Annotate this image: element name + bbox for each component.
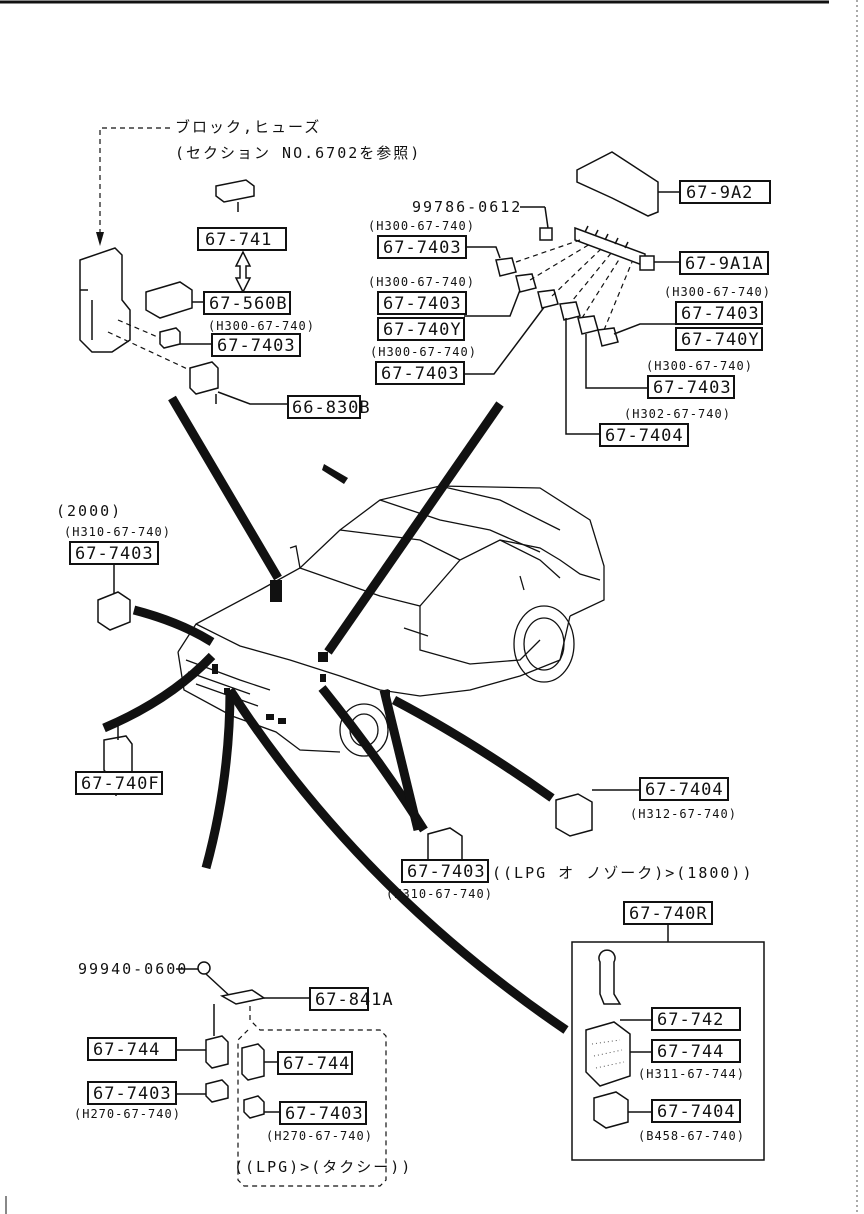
label-box-67-741 <box>197 227 287 251</box>
relay-icon-744-b <box>205 1035 229 1069</box>
label-h300-d: (H300-67-740) <box>646 359 753 373</box>
label-67-7404-a: 67-7404 <box>605 426 684 446</box>
label-box-67-7403-e <box>375 361 465 385</box>
label-h302: (H302-67-740) <box>624 407 731 421</box>
label-box-67-560B <box>203 291 291 315</box>
relay-icon-7403-j <box>243 1095 265 1119</box>
label-99786-0612: 99786-0612 <box>412 198 522 216</box>
label-67-7403-i: 67-7403 <box>93 1084 172 1104</box>
relay-icon-7404-b <box>555 793 593 837</box>
label-box-67-7403-j <box>279 1101 367 1125</box>
label-h300-f: (H300-67-740) <box>208 319 315 333</box>
label-67-7403-c: 67-7403 <box>681 304 760 324</box>
label-lpg-taxi: ((LPG)>(タクシー)) <box>234 1158 412 1176</box>
label-67-740Y-b: 67-740Y <box>681 330 760 350</box>
label-67-744-c: 67-744 <box>283 1054 350 1074</box>
label-2000: (2000) <box>56 502 122 520</box>
label-box-67-740Y-b <box>675 327 763 351</box>
label-67-7403-e: 67-7403 <box>381 364 460 384</box>
label-h300-c: (H300-67-740) <box>664 285 771 299</box>
label-box-67-7404-a <box>599 423 689 447</box>
label-67-560B: 67-560B <box>209 294 288 314</box>
label-67-742: 67-742 <box>657 1010 724 1030</box>
cover-icon <box>585 1021 631 1087</box>
label-box-67-841A <box>309 987 369 1011</box>
label-box-67-7403-h <box>401 859 489 883</box>
label-67-7403-j: 67-7403 <box>285 1104 364 1124</box>
label-67-9A1A: 67-9A1A <box>685 254 764 274</box>
label-67-7403-a: 67-7403 <box>383 238 462 258</box>
label-h310-a: (H310-67-740) <box>64 525 171 539</box>
label-box-67-7404-b <box>639 777 729 801</box>
label-box-66-830B <box>287 395 361 419</box>
label-67-7403-d: 67-7403 <box>653 378 732 398</box>
label-67-7403-g: 67-7403 <box>75 544 154 564</box>
label-67-744-a: 67-744 <box>657 1042 724 1062</box>
header-note-line2: (セクション NO.6702を参照) <box>175 144 421 162</box>
relay-icon-7403-i <box>205 1079 229 1103</box>
label-box-67-9A1A <box>679 251 769 275</box>
label-h270-a: (H270-67-740) <box>74 1107 181 1121</box>
relay-icon <box>97 591 131 631</box>
label-h300-e: (H300-67-740) <box>370 345 477 359</box>
label-66-830B: 66-830B <box>292 398 371 418</box>
label-box-67-740Y-a <box>377 317 465 341</box>
label-box-67-7403-b <box>377 291 467 315</box>
label-h311: (H311-67-744) <box>638 1067 745 1081</box>
label-67-7403-h: 67-7403 <box>407 862 486 882</box>
label-box-67-7403-c <box>675 301 763 325</box>
label-67-7404-b: 67-7404 <box>645 780 724 800</box>
label-h270-b: (H270-67-740) <box>266 1129 373 1143</box>
label-67-740Y-a: 67-740Y <box>383 320 462 340</box>
label-67-841A: 67-841A <box>315 990 394 1010</box>
header-note-line1: ブロック,ヒューズ <box>175 118 321 136</box>
label-box-67-740F <box>75 771 163 795</box>
label-lpg-note: ((LPG オ ノゾーク)>(1800)) <box>492 864 754 882</box>
label-box-67-7403-d <box>647 375 735 399</box>
fuse-block-group: 67-741 67-560B (H300-67-740) 67-7403 66-… <box>79 179 371 419</box>
label-67-741: 67-741 <box>205 230 272 250</box>
label-box-67-9A2 <box>679 180 771 204</box>
bracket-icon <box>219 989 266 1005</box>
label-box-67-744-b <box>87 1037 177 1061</box>
label-67-740F: 67-740F <box>81 774 160 794</box>
label-box-67-7403-f <box>211 333 301 357</box>
label-67-744-b: 67-744 <box>93 1040 160 1060</box>
car-illustration <box>177 464 605 757</box>
relay-icon-744-c <box>241 1043 265 1081</box>
terminal-icon <box>598 949 622 1005</box>
label-box-67-744-a <box>651 1039 741 1063</box>
label-99940-0600: 99940-0600 <box>78 960 188 978</box>
label-box-67-7404-c <box>651 1099 741 1123</box>
relay-icon-7404-c <box>593 1091 629 1129</box>
label-67-9A2: 67-9A2 <box>686 183 753 203</box>
label-b458: (B458-67-740) <box>638 1129 745 1143</box>
label-67-740R: 67-740R <box>629 904 708 924</box>
label-67-7403-b: 67-7403 <box>383 294 462 314</box>
label-box-67-742 <box>651 1007 741 1031</box>
label-67-7404-c: 67-7404 <box>657 1102 736 1122</box>
label-box-67-7403-i <box>87 1081 177 1105</box>
label-box-67-744-c <box>277 1051 353 1075</box>
relay-block-group: 67-9A2 99786-0612 67-9A1A (H300-67-740) … <box>368 151 771 447</box>
label-h310-b: (H310-67-740) <box>386 887 493 901</box>
label-h300-a: (H300-67-740) <box>368 219 475 233</box>
label-h312: (H312-67-740) <box>630 807 737 821</box>
label-h300-b: (H300-67-740) <box>368 275 475 289</box>
label-67-7403-f: 67-7403 <box>217 336 296 356</box>
